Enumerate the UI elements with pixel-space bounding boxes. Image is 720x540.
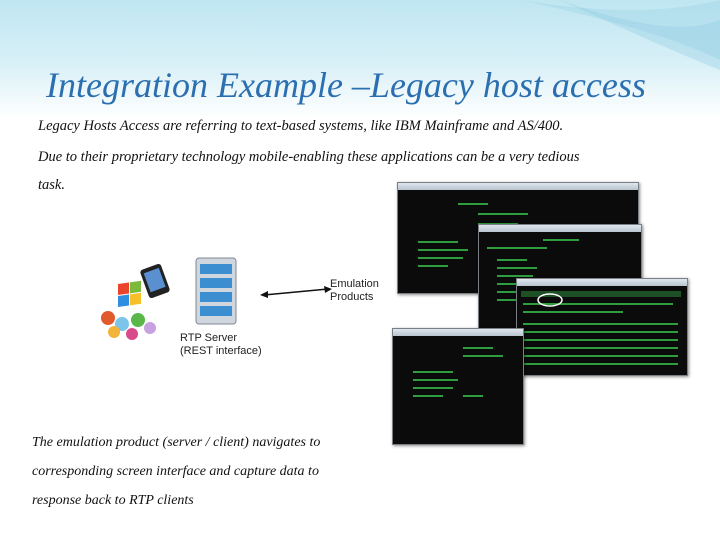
terminal-screenshot-bottom <box>392 328 524 445</box>
highlight-circle-icon <box>537 293 563 307</box>
smartphone-icon <box>140 263 170 299</box>
windows-logo-icon <box>118 280 141 307</box>
decorative-wave-icon <box>520 0 720 70</box>
paragraph-line-3: task. <box>38 177 65 193</box>
double-arrow-icon <box>260 286 332 298</box>
server-rack-icon <box>195 257 237 325</box>
caption-line-2: corresponding screen interface and captu… <box>32 464 319 479</box>
emulation-label-line-1: Emulation <box>330 278 379 290</box>
rtp-server-label: RTP Server (REST interface) <box>180 332 262 358</box>
client-devices-icon <box>101 263 170 340</box>
caption-line-3: response back to RTP clients <box>32 493 194 508</box>
emulation-products-label: Emulation Products <box>330 278 379 304</box>
emulation-label-line-2: Products <box>330 291 374 303</box>
slide-title: Integration Example –Legacy host access <box>46 65 646 105</box>
server-label-line-1: RTP Server <box>180 332 238 344</box>
caption-line-1: The emulation product (server / client) … <box>32 435 321 450</box>
header-band <box>0 0 720 118</box>
paragraph-line-2: Due to their proprietary technology mobi… <box>38 149 580 165</box>
paragraph-line-1: Legacy Hosts Access are referring to tex… <box>38 118 564 134</box>
server-label-line-2: (REST interface) <box>180 345 262 357</box>
